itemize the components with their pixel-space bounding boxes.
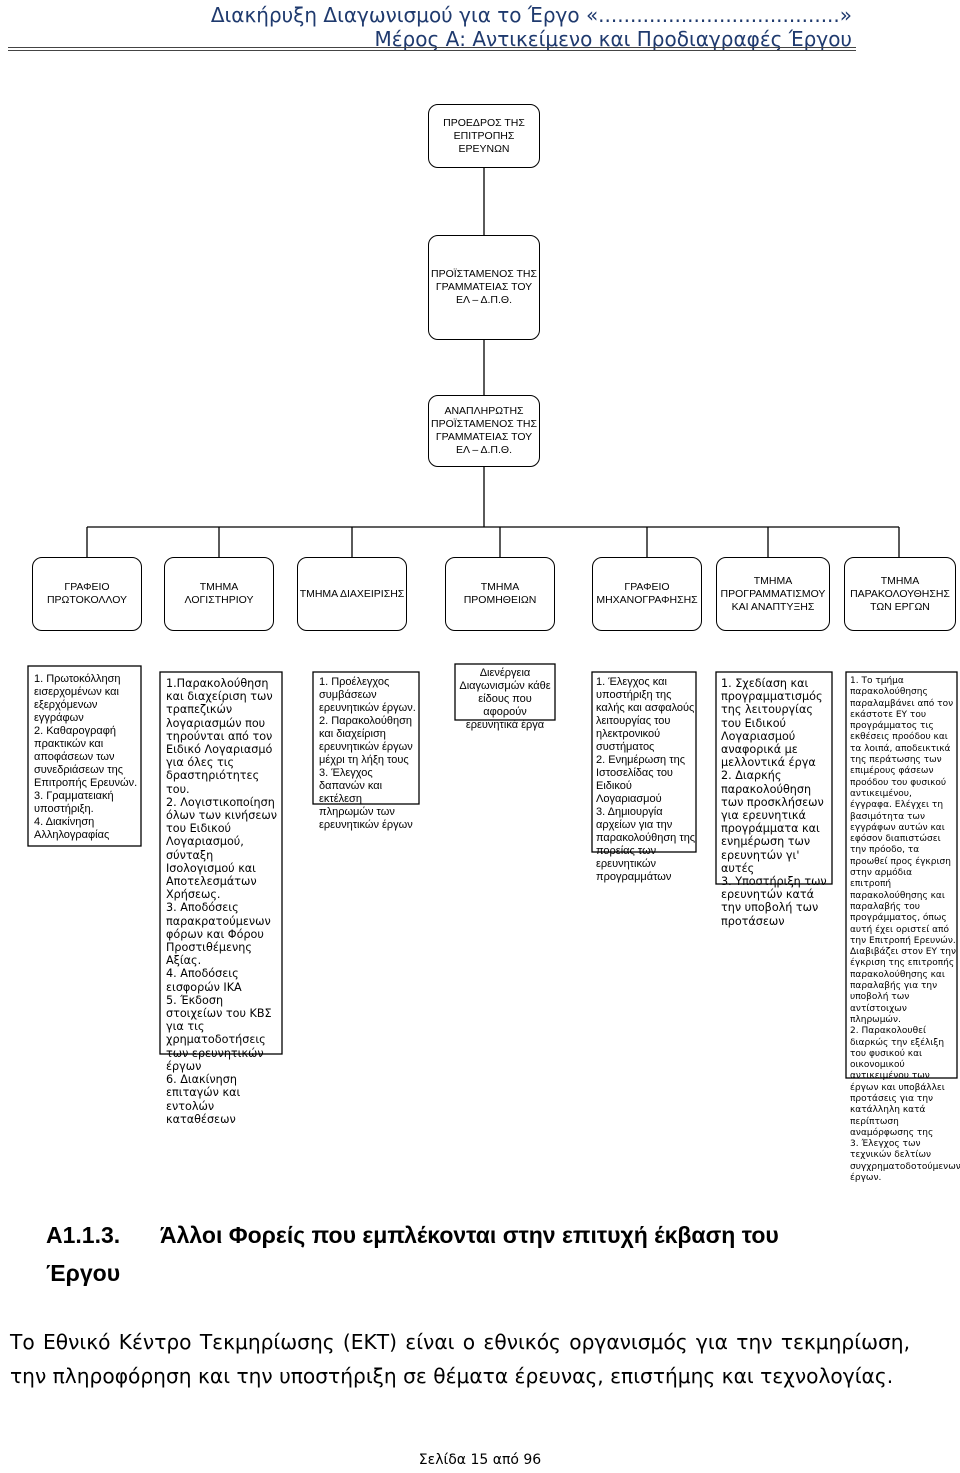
dept-monitoring: ΤΜΗΜΑ ΠΑΡΑΚΟΛΟΥΘΗΣΗΣ ΤΩΝ ΕΡΓΩΝ bbox=[844, 557, 956, 631]
duties-monitoring: 1. Το τμήμα παρακολούθησης παραλαμβάνει … bbox=[850, 676, 960, 1184]
duties-management: 1. Προέλεγχος συμβάσεων ερευνητικών έργω… bbox=[319, 676, 416, 831]
head-box: ΠΡΟΪΣΤΑΜΕΝΟΣ ΤΗΣ ΓΡΑΜΜΑΤΕΙΑΣ ΤΟΥ ΕΛ – Δ.… bbox=[428, 235, 540, 340]
dept-it: ΓΡΑΦΕΙΟ ΜΗΧΑΝΟΓΡΑΦΗΣΗΣ bbox=[592, 557, 702, 631]
duties-protocol: 1. Πρωτοκόλληση εισερχομένων και εξερχόμ… bbox=[34, 673, 138, 841]
dept-accounting: ΤΜΗΜΑ ΛΟΓΙΣΤΗΡΙΟΥ bbox=[164, 557, 274, 631]
section-number: Α1.1.3. bbox=[46, 1222, 121, 1248]
header-title: Διακήρυξη Διαγωνισμού για το Έργο «.....… bbox=[210, 3, 852, 27]
duties-procurement: Διενέργεια Διαγωνισμών κάθε είδους που α… bbox=[459, 667, 551, 731]
header-rule-top bbox=[8, 47, 856, 48]
dept-planning: ΤΜΗΜΑ ΠΡΟΓΡΑΜΜΑΤΙΣΜΟΥ ΚΑΙ ΑΝΑΠΤΥΞΗΣ bbox=[716, 557, 830, 631]
header-rule-bottom bbox=[8, 50, 856, 51]
section-body: Το Εθνικό Κέντρο Τεκμηρίωσης (ΕΚΤ) είναι… bbox=[10, 1330, 910, 1388]
duties-planning: 1. Σχεδίαση και προγραμματισμός της λειτ… bbox=[721, 677, 827, 928]
dept-protocol: ΓΡΑΦΕΙΟ ΠΡΩΤΟΚΟΛΛΟΥ bbox=[32, 557, 142, 631]
section-title: Άλλοι Φορείς που εμπλέκονται στην επιτυχ… bbox=[160, 1222, 779, 1248]
dept-procurement: ΤΜΗΜΑ ΠΡΟΜΗΘΕΙΩΝ bbox=[445, 557, 555, 631]
deputy-box: ΑΝΑΠΛΗΡΩΤΗΣ ΠΡΟΪΣΤΑΜΕΝΟΣ ΤΗΣ ΓΡΑΜΜΑΤΕΙΑΣ… bbox=[428, 395, 540, 467]
duties-accounting: 1.Παρακολούθηση και διαχείριση των τραπε… bbox=[166, 677, 278, 1126]
duties-it: 1. Έλεγχος και υποστήριξη της καλής και … bbox=[596, 676, 696, 883]
president-box: ΠΡΟΕΔΡΟΣ ΤΗΣ ΕΠΙΤΡΟΠΗΣ ΕΡΕΥΝΩΝ bbox=[428, 104, 540, 168]
section-title-continued: Έργου bbox=[46, 1260, 121, 1286]
dept-management: ΤΜΗΜΑ ΔΙΑΧΕΙΡΙΣΗΣ bbox=[297, 557, 407, 631]
org-chart-connectors bbox=[27, 166, 958, 1079]
page-footer: Σελίδα 15 από 96 bbox=[418, 1452, 542, 1468]
